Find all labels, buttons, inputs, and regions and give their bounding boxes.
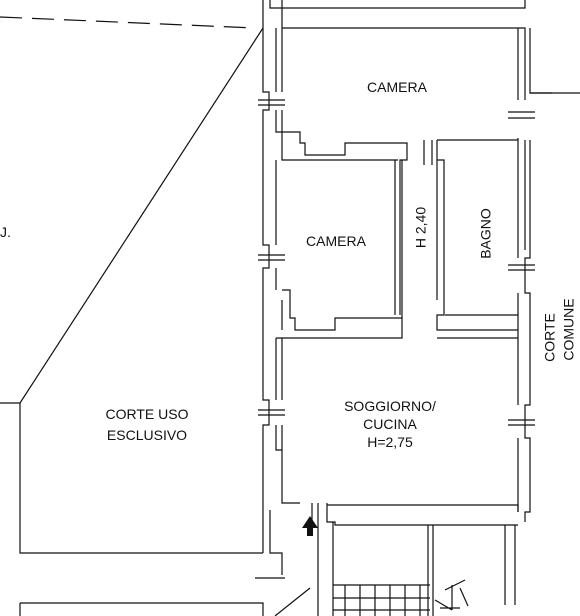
label-soggiorno-line2: CUCINA	[363, 416, 417, 432]
soggiorno-walls	[281, 337, 519, 526]
entrance-arrow-icon	[302, 516, 318, 536]
label-edge-fragment: J.	[0, 224, 11, 240]
top-unit-wall	[281, 0, 526, 9]
camera-top-walls	[281, 27, 526, 315]
bagno-walls	[436, 139, 518, 331]
lower-unit-walls	[317, 503, 516, 616]
label-soggiorno-line1: SOGGIORNO/	[344, 398, 436, 414]
door-ticks	[258, 99, 535, 426]
corridor-wall-left	[394, 160, 403, 318]
label-corte-comune-line2: COMUNE	[560, 298, 577, 361]
label-h-corridor: H 2,40	[412, 206, 429, 249]
corridor-door-marks	[423, 140, 433, 165]
label-corte-comune-line1: CORTE	[541, 313, 558, 362]
outer-wall-left-inner	[269, 0, 300, 575]
camera-mid-walls	[276, 289, 403, 339]
label-corte-uso-line1: CORTE USO	[105, 406, 189, 422]
label-camera-mid: CAMERA	[306, 233, 366, 249]
label-corte-uso-line2: ESCLUSIVO	[106, 427, 188, 443]
courtyard-outline	[0, 27, 264, 554]
label-camera-top: CAMERA	[367, 79, 427, 95]
outer-wall-right	[517, 28, 552, 522]
bottom-left-wall	[19, 577, 311, 616]
dashed-boundary	[0, 16, 256, 29]
outer-wall-left-outer	[262, 0, 270, 553]
label-bagno: BAGNO	[477, 208, 494, 259]
label-soggiorno-line3: H=2,75	[367, 434, 413, 450]
